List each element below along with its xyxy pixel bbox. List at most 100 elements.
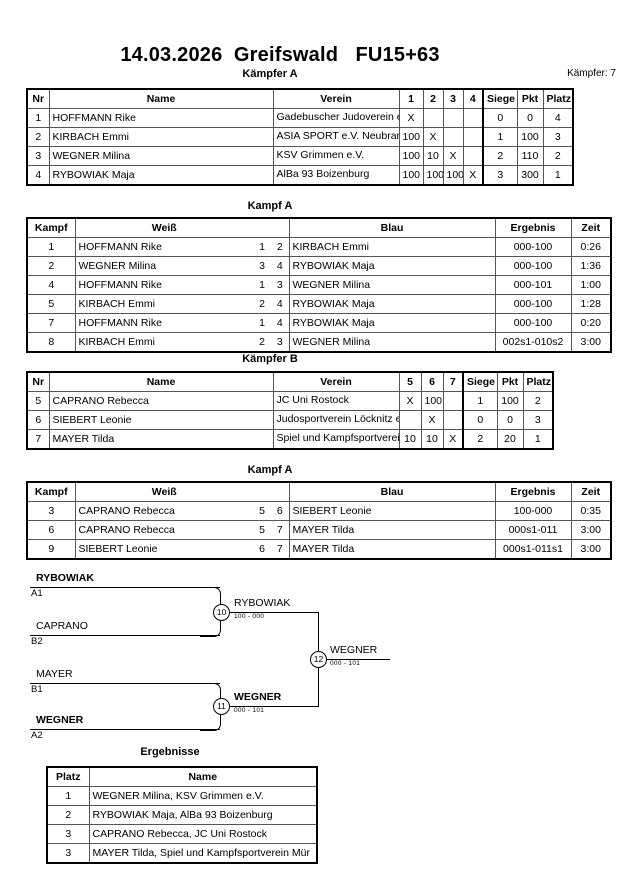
cell-name: RYBOWIAK Maja	[48, 165, 274, 186]
cell-name: CAPRANO Rebecca, JC Uni Rostock	[88, 824, 318, 844]
col-name: Name	[48, 371, 274, 392]
col-weiss-nr	[253, 481, 271, 502]
cell-m1: 100	[398, 165, 424, 186]
cell-kampf: 6	[26, 520, 76, 540]
table-row: 4 RYBOWIAK Maja AlBa 93 Boizenburg 100 1…	[26, 165, 574, 186]
cell-platz: 3	[542, 127, 574, 147]
cell-weiss-nr: 1	[253, 313, 271, 333]
cell-m5	[398, 410, 422, 430]
table-header-row: Kampf Weiß Blau Ergebnis Zeit	[26, 217, 612, 238]
cell-blau-nr: 3	[271, 275, 290, 295]
cell-zeit: 3:00	[570, 520, 612, 540]
bracket-match-number-10: 10	[213, 604, 230, 621]
bracket-match-number-11: 11	[213, 698, 230, 715]
cell-zeit: 1:36	[570, 256, 612, 276]
col-verein: Verein	[272, 371, 400, 392]
cell-verein: Judosportverein Löcknitz e.V.	[272, 410, 400, 430]
cell-weiss-nr: 2	[253, 332, 271, 353]
bracket-seed-code-1: A1	[31, 588, 43, 599]
cell-siege: 0	[482, 108, 518, 128]
col-zeit: Zeit	[570, 217, 612, 238]
cell-ergebnis: 000-100	[494, 237, 572, 257]
bracket-seed-name-2: CAPRANO	[36, 620, 88, 632]
cell-blau: KIRBACH Emmi	[288, 237, 496, 257]
cell-m4	[462, 108, 484, 128]
col-name: Name	[88, 766, 318, 787]
col-siege: Siege	[482, 88, 518, 109]
cell-name: WEGNER Milina	[48, 146, 274, 166]
cell-siege: 2	[462, 429, 498, 450]
cell-m6: 100	[420, 391, 444, 411]
col-kampf: Kampf	[26, 217, 76, 238]
cell-name: MAYER Tilda	[48, 429, 274, 450]
bracket-seed-code-4: A2	[31, 730, 43, 741]
cell-name: KIRBACH Emmi	[48, 127, 274, 147]
col-blau: Blau	[288, 217, 496, 238]
cell-zeit: 0:26	[570, 237, 612, 257]
col-verein: Verein	[272, 88, 400, 109]
cell-blau-nr: 7	[271, 539, 290, 560]
col-ergebnis: Ergebnis	[494, 217, 572, 238]
cell-zeit: 3:00	[570, 539, 612, 560]
col-m3: 3	[442, 88, 464, 109]
cell-m4: X	[462, 165, 484, 186]
cell-m1: 100	[398, 127, 424, 147]
cell-platz: 2	[46, 805, 90, 825]
cell-blau-nr: 7	[271, 520, 290, 540]
cell-weiss: HOFFMANN Rike	[74, 275, 253, 295]
col-m5: 5	[398, 371, 422, 392]
cell-blau: WEGNER Milina	[288, 275, 496, 295]
cell-m2: 100	[422, 165, 444, 186]
cell-platz: 3	[46, 824, 90, 844]
cell-m6: 10	[420, 429, 444, 450]
cell-verein: Gadebuscher Judoverein e.V.	[272, 108, 400, 128]
elimination-bracket: RYBOWIAK A1 CAPRANO B2 10 RYBOWIAK 100 -…	[0, 560, 630, 745]
cell-weiss: HOFFMANN Rike	[74, 237, 253, 257]
cell-m6: X	[420, 410, 444, 430]
cell-m4	[462, 127, 484, 147]
bracket-semi-line-2	[228, 706, 318, 707]
col-platz: Platz	[522, 371, 554, 392]
bracket-match-number-12: 12	[310, 651, 327, 668]
cell-weiss: WEGNER Milina	[74, 256, 253, 276]
cell-name: MAYER Tilda, Spiel und Kampfsportverein …	[88, 843, 318, 864]
cell-nr: 2	[26, 127, 50, 147]
table-row: 1 HOFFMANN Rike Gadebuscher Judoverein e…	[26, 108, 574, 128]
cell-weiss: HOFFMANN Rike	[74, 313, 253, 333]
cell-kampf: 8	[26, 332, 76, 353]
cell-siege: 0	[462, 410, 498, 430]
col-ergebnis: Ergebnis	[494, 481, 572, 502]
cell-siege: 3	[482, 165, 518, 186]
cell-weiss: CAPRANO Rebecca	[74, 501, 253, 521]
cell-zeit: 0:35	[570, 501, 612, 521]
bracket-semi-line-1	[228, 612, 318, 613]
cell-name: HOFFMANN Rike	[48, 108, 274, 128]
cell-m3: X	[442, 146, 464, 166]
col-m2: 2	[422, 88, 444, 109]
cell-blau-nr: 4	[271, 313, 290, 333]
cell-m5: X	[398, 391, 422, 411]
col-pkt: Pkt	[496, 371, 524, 392]
cell-pkt: 0	[516, 108, 544, 128]
cell-pkt: 100	[496, 391, 524, 411]
cell-m7: X	[442, 429, 464, 450]
cell-platz: 1	[522, 429, 554, 450]
col-m6: 6	[420, 371, 444, 392]
cell-nr: 6	[26, 410, 50, 430]
bracket-seed-line-4	[30, 729, 220, 730]
cell-blau: SIEBERT Leonie	[288, 501, 496, 521]
bracket-seed-name-3: MAYER	[36, 668, 73, 680]
cell-weiss: CAPRANO Rebecca	[74, 520, 253, 540]
cell-blau-nr: 3	[271, 332, 290, 353]
col-siege: Siege	[462, 371, 498, 392]
fighters-count: Kämpfer: 7	[567, 68, 616, 79]
cell-zeit: 1:00	[570, 275, 612, 295]
